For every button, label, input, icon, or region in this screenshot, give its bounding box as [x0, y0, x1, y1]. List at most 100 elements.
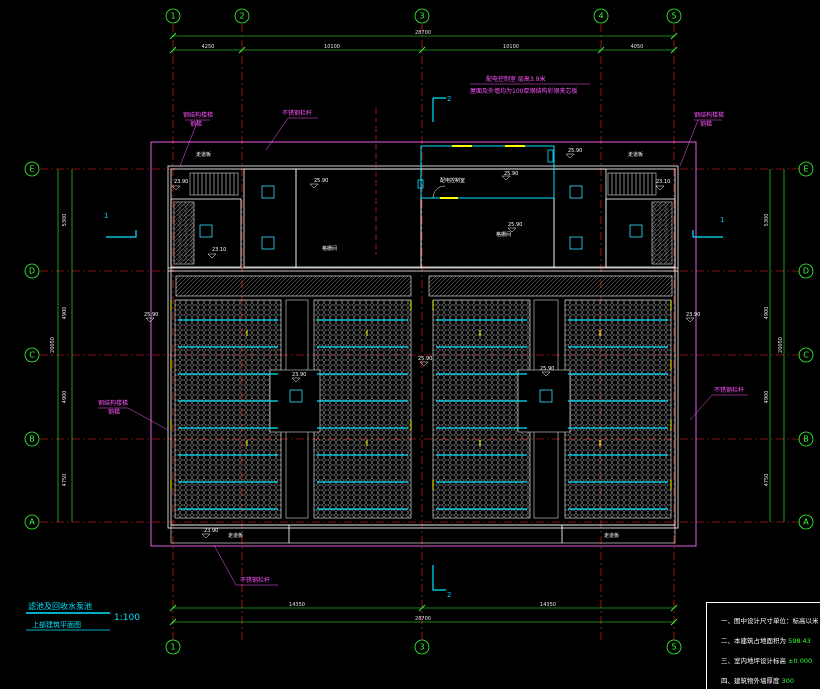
section-2-bottom: 2 [447, 591, 451, 599]
drawing-subtitle: 上部建筑平面图 [32, 620, 81, 629]
axis-label-col-5: 5 [671, 12, 676, 21]
axis-label-row-e: E [29, 165, 34, 174]
filter-basins [174, 275, 673, 519]
label-walk-bottom-right: 走道板 [604, 532, 619, 539]
note-3-value: ±0.000 [788, 657, 813, 665]
label-rail-right: 不锈钢栏杆 [714, 386, 744, 394]
dim-bottom-2: 14350 [540, 602, 556, 608]
label-walk-bottom-left: 走道板 [228, 532, 243, 539]
axis-label-row-e-right: E [803, 165, 808, 174]
dim-top-2: 10100 [324, 44, 340, 50]
level-6: 25.90 [508, 222, 522, 228]
equipment-hatch [177, 203, 669, 263]
dimension-lines [57, 32, 785, 626]
dim-right-1: 5300 [764, 214, 770, 227]
section-1-left: 1 [104, 212, 108, 220]
dim-left-4: 4750 [62, 474, 68, 487]
dim-top-total: 28700 [415, 30, 431, 36]
dim-right-2: 4900 [764, 307, 770, 320]
section-markers [106, 97, 723, 591]
dim-top-1: 4250 [202, 44, 215, 50]
section-labels: 1 1 2 2 [104, 95, 724, 599]
level-7: 25.90 [144, 312, 158, 318]
level-4: 25.90 [504, 171, 518, 177]
note-3-label: 三、室内地坪设计标高 [721, 657, 786, 665]
control-room [417, 145, 555, 199]
level-10: 23.90 [292, 372, 306, 378]
dim-bottom-1: 14350 [289, 602, 305, 608]
axis-label-row-a-right: A [803, 518, 809, 527]
axis-label-col-1-bottom: 1 [170, 643, 175, 652]
axis-label-col-2: 2 [239, 12, 244, 21]
dim-right-3: 4900 [764, 391, 770, 404]
title-block: 滤池及回收水泵池 上部建筑平面图 1:100 [26, 601, 140, 631]
dim-left-3: 4900 [62, 391, 68, 404]
outer-boundary [150, 141, 697, 547]
label-stair-tl-sub: 钢梯 [190, 120, 202, 128]
level-9: 25.90 [418, 356, 432, 362]
label-stair-tl: 钢结构楼梯 [183, 111, 213, 119]
dim-top-4: 4050 [631, 44, 644, 50]
level-2: 25.90 [314, 178, 328, 184]
note-2-label: 二、本建筑占地面积为 [721, 637, 786, 645]
label-control-room: 配电控制室 [440, 177, 465, 184]
axis-label-col-3: 3 [419, 12, 424, 21]
level-0: 23.90 [174, 179, 188, 185]
note-2-value: 598.43 [788, 637, 811, 645]
leader-lines [98, 83, 748, 586]
label-stair-tr-sub: 钢梯 [700, 120, 712, 128]
label-rail-bottom: 不锈钢栏杆 [240, 576, 270, 584]
axis-label-row-a: A [29, 518, 35, 527]
axis-label-row-c-right: C [803, 351, 809, 360]
axis-label-col-4: 4 [598, 12, 603, 21]
section-1-right: 1 [720, 216, 724, 224]
level-8: 23.90 [686, 312, 700, 318]
drawing-scale: 1:100 [114, 613, 140, 623]
dimension-text: 28700 4250 10100 10100 4050 14350 14350 … [50, 30, 784, 622]
note-4-label: 四、建筑物外墙厚度 [721, 677, 780, 685]
axis-label-row-b: B [29, 435, 35, 444]
note-4: 四、建筑物外墙厚度 300 [721, 675, 794, 685]
label-grid-right: 走道板 [628, 151, 643, 158]
note-2: 二、本建筑占地面积为 598.43 [721, 635, 811, 645]
dim-left-1: 5300 [62, 214, 68, 227]
axis-bubble-labels: 1 2 3 4 5 1 3 5 E D C B A E D C B A [29, 12, 809, 652]
dim-bottom-total: 28700 [415, 616, 431, 622]
axis-label-row-b-right: B [803, 435, 809, 444]
dim-right-4: 4750 [764, 474, 770, 487]
annotation-text: 钢结构楼梯 钢梯 不锈钢栏杆 钢结构楼梯 钢梯 钢结构楼梯 钢梯 不锈钢栏杆 不… [98, 75, 744, 584]
axis-label-col-5-bottom: 5 [671, 643, 676, 652]
section-2-top: 2 [447, 95, 451, 103]
label-control-note: 配电控制室 层高3.9米 [486, 75, 545, 83]
label-pipe-room-right: 格栅间 [496, 231, 511, 238]
dim-left-total: 20050 [50, 337, 56, 353]
label-stair-left: 钢结构楼梯 [98, 399, 128, 407]
axis-bubbles [24, 8, 814, 655]
level-3: 23.10 [656, 179, 670, 185]
label-stair-tr: 钢结构楼梯 [694, 111, 724, 119]
drawing-title: 滤池及回收水泵池 [28, 601, 92, 611]
bottom-walkway [170, 524, 676, 544]
axis-label-row-d-right: D [803, 267, 809, 276]
dim-right-total: 20050 [778, 337, 784, 353]
note-4-value: 300 [781, 677, 794, 685]
grid-lines [40, 24, 804, 640]
label-pipe-room-left: 格栅间 [322, 245, 337, 252]
level-markers: 23.90 23.10 25.90 23.10 25.90 25.90 25.9… [144, 148, 700, 539]
dim-top-3: 10100 [503, 44, 519, 50]
label-rail-top: 不锈钢栏杆 [282, 109, 312, 117]
level-5: 25.90 [568, 148, 582, 154]
label-grid-left: 走道板 [196, 151, 211, 158]
axis-label-col-1: 1 [170, 12, 175, 21]
axis-label-row-c: C [29, 351, 35, 360]
level-12: 23.90 [204, 528, 218, 534]
axis-label-col-3-bottom: 3 [419, 643, 424, 652]
note-3: 三、室内地坪设计标高 ±0.000 [721, 655, 812, 665]
level-1: 23.10 [212, 247, 226, 253]
general-notes: 一、图中设计尺寸单位：标高以米 二、本建筑占地面积为 598.43 三、室内地坪… [706, 602, 820, 689]
yellow-markers [170, 300, 672, 490]
label-control-note2: 屋面及外墙均为100厚钢结构彩钢夹芯板 [470, 87, 577, 95]
label-stair-left-sub: 钢梯 [108, 408, 120, 416]
dim-left-2: 4900 [62, 307, 68, 320]
